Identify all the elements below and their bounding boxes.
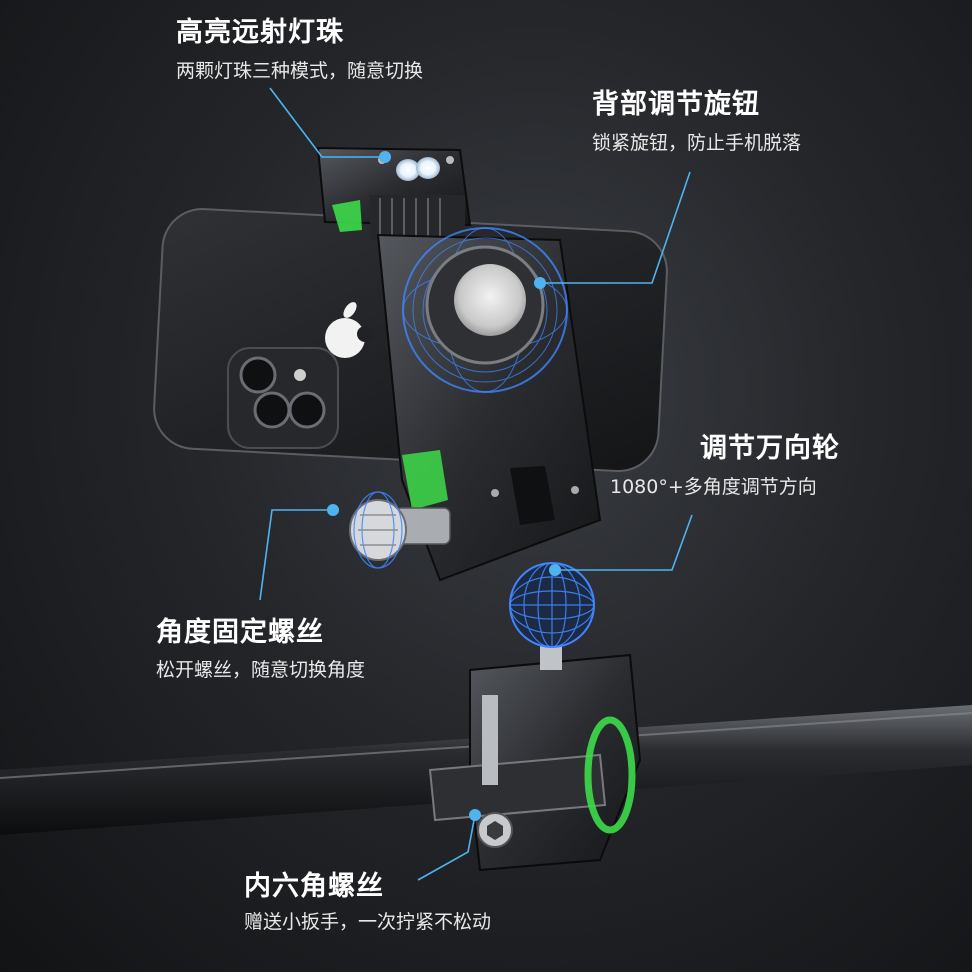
callout-desc-lights: 两颗灯珠三种模式，随意切换 bbox=[176, 60, 424, 82]
hex-bolt-icon bbox=[477, 812, 513, 848]
callout-title-ball: 调节万向轮 bbox=[700, 433, 840, 464]
callout-title-knob: 背部调节旋钮 bbox=[592, 89, 760, 120]
callout-line-ball bbox=[555, 514, 693, 571]
apple-logo-icon bbox=[325, 302, 373, 358]
callout-line-knob bbox=[540, 171, 691, 284]
screw-icon bbox=[349, 491, 451, 569]
camera-module bbox=[227, 347, 339, 449]
knob-icon bbox=[402, 227, 568, 393]
callout-desc-knob: 锁紧旋钮，防止手机脱落 bbox=[592, 132, 802, 154]
callout-line-lights bbox=[269, 87, 385, 158]
light-housing bbox=[316, 146, 472, 240]
ball-joint-icon bbox=[509, 562, 595, 670]
callout-desc-screw: 松开螺丝，随意切换角度 bbox=[156, 659, 366, 681]
callout-desc-ball: 1080°+多角度调节方向 bbox=[610, 476, 817, 498]
callout-title-screw: 角度固定螺丝 bbox=[156, 617, 324, 648]
callout-dots bbox=[327, 151, 561, 821]
led-light-icon bbox=[396, 157, 440, 181]
callout-lines bbox=[259, 87, 693, 881]
callout-line-hex bbox=[417, 814, 476, 881]
callout-line-screw bbox=[259, 509, 333, 601]
clamp-bolt bbox=[482, 695, 498, 785]
callout-desc-hex: 赠送小扳手，一次拧紧不松动 bbox=[244, 911, 492, 933]
callout-title-hex: 内六角螺丝 bbox=[244, 871, 384, 902]
handlebar-clamp bbox=[428, 653, 642, 872]
callout-title-lights: 高亮远射灯珠 bbox=[176, 17, 344, 48]
